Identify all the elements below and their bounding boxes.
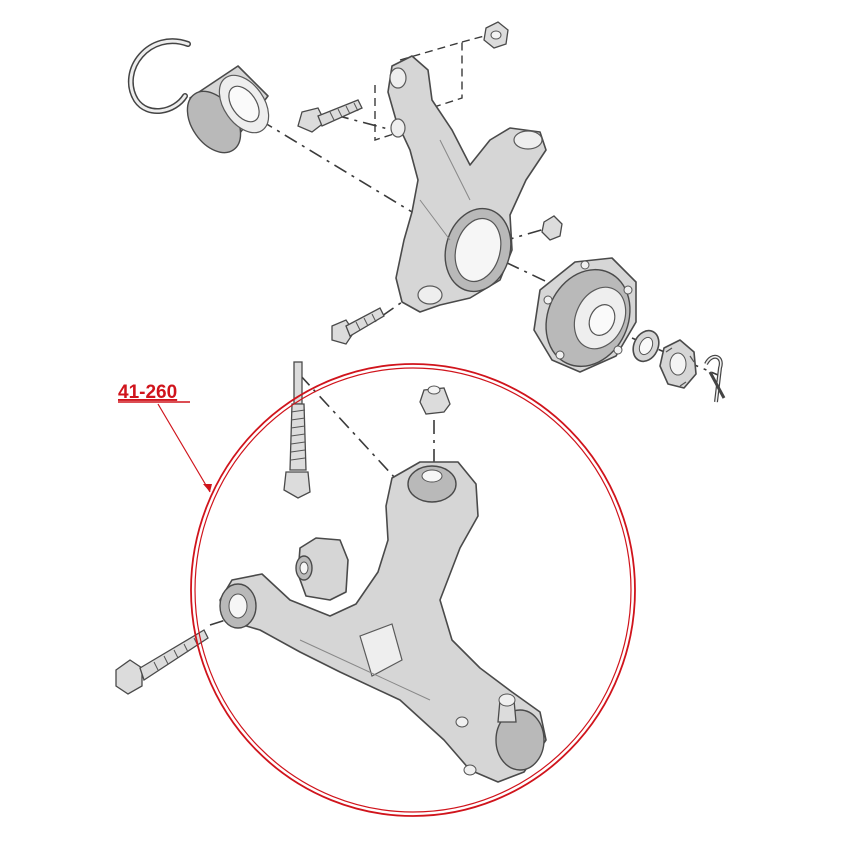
circlip-icon: [127, 38, 191, 114]
lower-control-arm-icon: [219, 461, 547, 783]
wheel-bearing-icon: [186, 65, 270, 154]
vertical-bolt-icon: [283, 361, 311, 499]
knuckle-bolt-icon: [297, 99, 363, 133]
small-nut-icon: [541, 215, 563, 241]
bushing-icon: [295, 537, 349, 601]
cotter-pin-icon: [704, 354, 726, 403]
washer-icon: [632, 329, 660, 363]
steering-knuckle-icon: [387, 55, 547, 313]
nut-icon: [483, 21, 509, 49]
ball-joint-nut-icon: [419, 385, 451, 415]
lower-bolt-icon: [331, 307, 385, 345]
callout-marker: 41-260: [118, 363, 636, 817]
arm-bolt-icon: [115, 629, 209, 695]
hub-nut-icon: [659, 339, 697, 389]
wheel-hub-icon: [533, 257, 637, 373]
callout-label: 41-260: [118, 382, 177, 403]
